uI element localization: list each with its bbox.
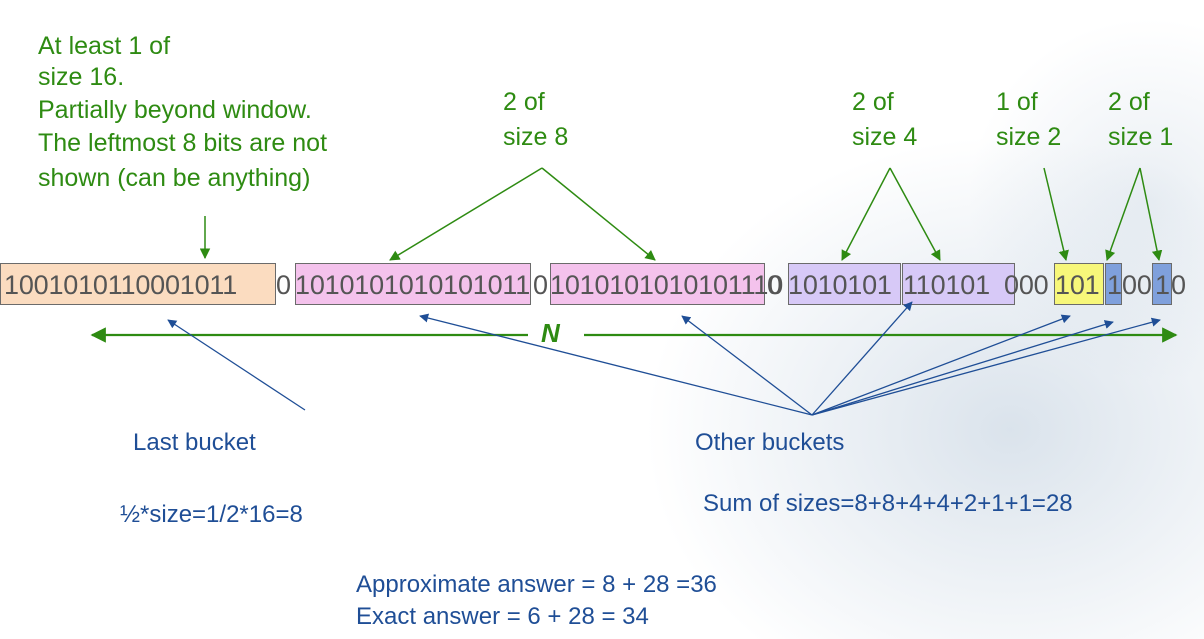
size4-note-line-1: 2 of [852,88,894,116]
bits-gap: 0 [767,270,782,300]
bits-size16: 1001010110001011 [4,270,238,300]
size8-note-line-1: 2 of [503,88,545,116]
size2-note-line-1: 1 of [996,88,1038,116]
size4-note-line-2: size 4 [852,123,918,151]
bucket-size16 [0,263,276,305]
arrow-other-size4 [811,301,913,416]
arrow-to-size4-a [841,167,891,261]
bucket-size1-b [1152,263,1172,305]
size1-note-line-1: 2 of [1108,88,1150,116]
bits-gap: 000 [1004,270,1049,300]
bits-gap: 0 [533,270,548,300]
arrow-to-size8-b [541,167,656,261]
sum-of-sizes-formula: Sum of sizes=8+8+4+4+2+1+1=28 [703,490,1073,517]
arrow-other-size8-a [419,313,813,416]
last-bucket-note-line-4: The leftmost 8 bits are not [38,129,328,157]
size2-note-line-2: size 2 [996,123,1062,151]
arrow-other-size1-a [811,320,1114,416]
bucket-size2 [1054,263,1104,305]
arrow-to-size8-a [389,167,543,261]
arrow-to-size1-b [1139,167,1163,262]
arrow-to-size4-b [889,167,941,261]
size8-note-line-2: size 8 [503,123,569,151]
bits-gap: 0 [276,270,291,300]
bits-size8-a: 1010101010101011 [295,270,531,300]
bits-size4-b: 110101 [903,270,990,300]
arrow-other-size8-b [681,315,813,416]
arrow-last-bucket [167,319,306,411]
other-buckets-label: Other buckets [695,429,845,456]
bits-gap: 00 [1122,270,1152,300]
bits-size8-b: 1010101010101110 [550,270,784,300]
arrow-other-size2 [811,314,1071,416]
arrow-to-size2 [1043,167,1069,262]
bucket-size1-a [1105,263,1122,305]
bucket-size4-a [788,263,901,305]
last-bucket-label: Last bucket [133,429,256,456]
last-bucket-note-line-5: shown (can be anything) [38,164,311,192]
bucket-size8-b [550,263,765,305]
blue-bucket-arrows [167,301,1161,416]
bucket-size4-b [902,263,1015,305]
green-annotation-arrows [90,167,1178,343]
bits-size1-a: 1 [1107,270,1122,300]
approximate-answer: Approximate answer = 8 + 28 =36 [356,571,717,598]
exact-answer: Exact answer = 6 + 28 = 34 [356,603,649,630]
arrow-to-size1-a [1105,167,1141,261]
size1-note-line-2: size 1 [1108,123,1174,151]
half-size-formula: ½*size=1/2*16=8 [120,501,303,528]
bits-size4-a: 1010101 [788,270,892,300]
last-bucket-note-line-2: size 16. [38,63,125,91]
bits-size1-b: 1 [1155,270,1170,300]
arrow-other-size1-b [811,317,1161,416]
bits-gap: 0 [1171,270,1186,300]
last-bucket-note-line-1: At least 1 of [38,32,171,60]
bucket-size8-a [295,263,531,305]
window-label-n: N [541,318,560,348]
last-bucket-note-line-3: Partially beyond window. [38,96,312,124]
bits-size2: 101 [1055,270,1100,300]
